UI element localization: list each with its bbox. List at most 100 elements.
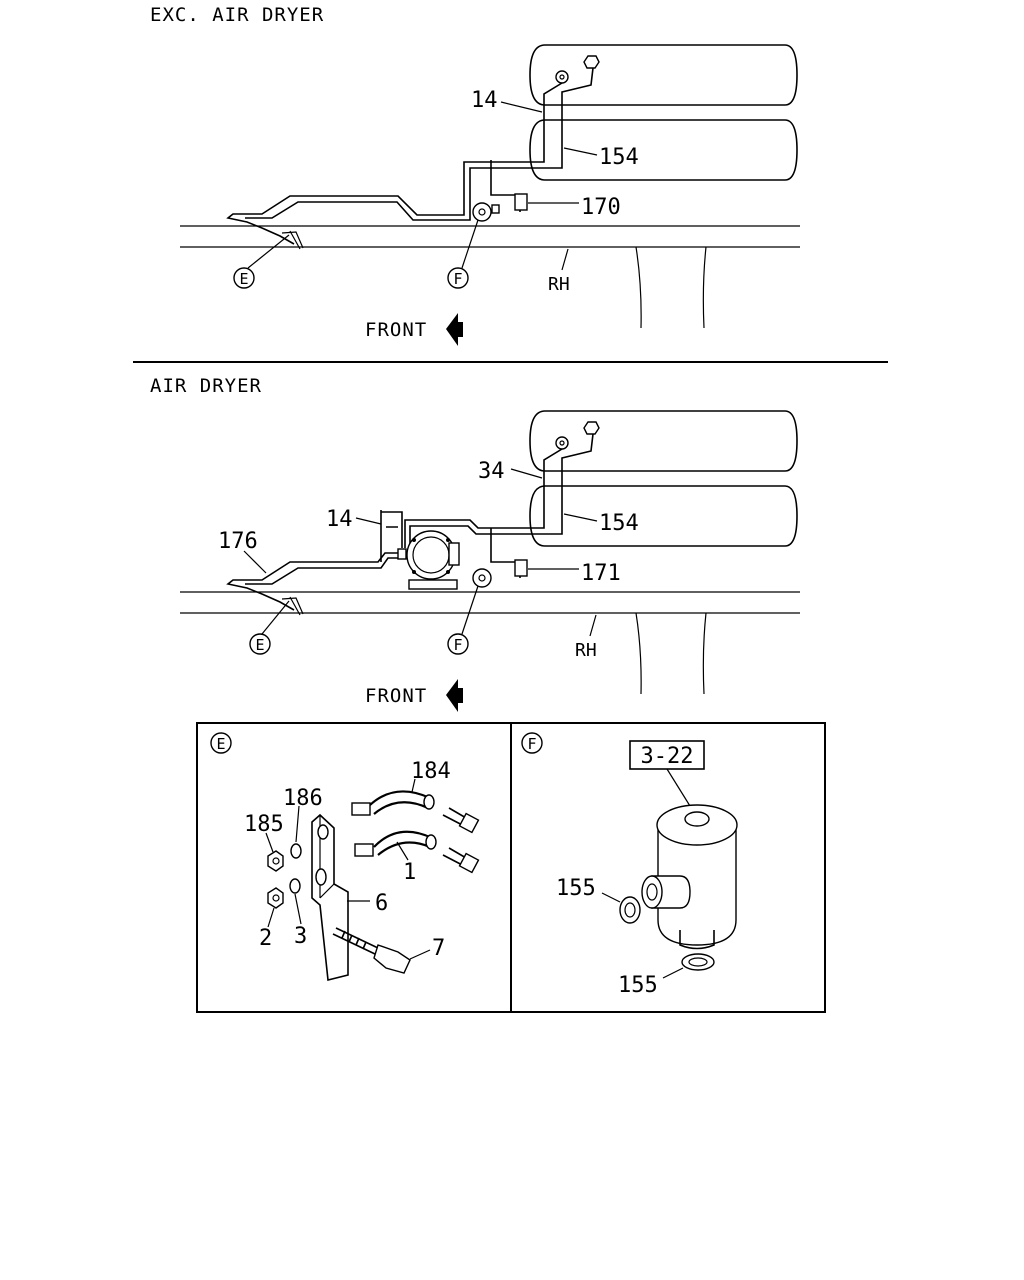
drain-valve-f-inner [478,574,486,582]
leader-e [247,234,290,269]
label-part-155-bottom: 155 [618,973,658,998]
cross-member [635,246,707,329]
leader-14 [355,517,382,525]
pipe-14 [226,82,563,245]
label-part-154: 154 [599,511,639,536]
air-dryer-bolt [412,538,416,542]
drain-valve-cylinder [657,824,737,946]
ref-label-f: F [453,270,462,288]
leader-2 [267,907,275,928]
frame-rail [180,225,800,248]
ref-box-label: 3-22 [641,744,694,769]
washer-3 [289,878,301,894]
label-part-2: 2 [259,926,272,951]
tank-fitting-circle-inner [559,74,565,80]
tank-fitting-nut [583,55,600,69]
washer-155-bottom-hole [688,957,708,967]
air-dryer-bolt [446,570,450,574]
label-part-155-side: 155 [556,876,596,901]
ref-label-e: E [255,636,264,654]
hose-184-fitting [351,802,371,816]
leader-176 [243,550,267,574]
hose-184-end [423,794,435,810]
bracket-6 [311,813,349,981]
ref-circle-e [249,633,271,655]
nut-2-hole [272,894,280,902]
detail-ref-circle-f [521,732,543,754]
pipe-14-bracket [380,510,403,562]
leader-155-side [601,892,621,903]
nut-185 [267,850,284,872]
ref-circle-f [447,267,469,289]
label-rh: RH [575,640,597,661]
drain-valve-f-inner [478,208,486,216]
label-part-34: 34 [478,459,505,484]
leader-14 [500,101,543,113]
label-part-7: 7 [432,936,445,961]
bolt-7-head [373,944,411,974]
label-part-186: 186 [283,786,323,811]
leader-rh [589,614,597,637]
label-part-176: 176 [218,529,258,554]
tank-fitting-nut [583,421,600,435]
air-dryer-bolt [412,570,416,574]
hose-1-fitting [354,843,374,857]
drain-valve-body [641,804,738,950]
hose-e [281,230,304,250]
hose-184 [369,790,431,815]
leader-186 [295,805,300,843]
bracket-hole [315,868,327,886]
leader-1 [396,841,409,861]
hose-1 [373,830,433,856]
section-air-dryer: AIR DRYER [150,375,800,712]
bolt-7-thread [341,930,367,950]
section-exc-air-dryer: EXC. AIR DRYER 14 154 170 E [150,4,800,346]
leader-e [261,600,290,635]
drain-valve-bottom-neck [679,930,715,950]
hose-1-end [425,834,437,850]
air-tank-lower [529,119,798,181]
label-front: FRONT [365,685,427,707]
air-tank-upper [529,410,798,472]
ref-label-f: F [453,636,462,654]
drain-valve-f [472,202,492,222]
fitting-171 [514,559,528,577]
label-part-171: 171 [581,561,621,586]
pipe-34-second [409,433,594,548]
detail-label-e: E [216,735,225,753]
washer-155-bottom [681,953,715,971]
label-part-170: 170 [581,195,621,220]
fitting-small [491,204,500,214]
leader-184 [411,778,416,793]
label-part-1: 1 [403,860,416,885]
nut-185-hole [272,857,280,865]
label-front: FRONT [365,319,427,341]
ref-circle-f [447,633,469,655]
label-part-154: 154 [599,145,639,170]
hose-1-nipple [458,852,480,874]
frame-rail [180,591,800,614]
drain-valve-port-hole [646,883,658,901]
front-arrow-icon [446,313,463,346]
leader-7 [409,949,431,960]
leader-3 [294,893,302,925]
drain-valve-top-cap [684,811,710,827]
leader-f [461,219,479,269]
washer-186 [290,843,302,859]
front-arrow-icon [446,679,463,712]
leader-ref-box [666,768,691,807]
leader-f [461,585,479,635]
drain-valve-port-face [641,875,663,909]
detail-panel-f: F 3-22 155 155 [510,722,826,1013]
air-tank-upper [529,44,798,106]
drain-valve-side-port [651,875,691,909]
label-part-14: 14 [471,88,498,113]
washer-155-side [619,896,641,924]
leader-rh [561,248,569,271]
air-tank-lower [529,485,798,547]
leader-185 [265,832,274,853]
cross-member [635,612,707,695]
detail-label-f: F [527,735,536,753]
label-rh: RH [548,274,570,295]
